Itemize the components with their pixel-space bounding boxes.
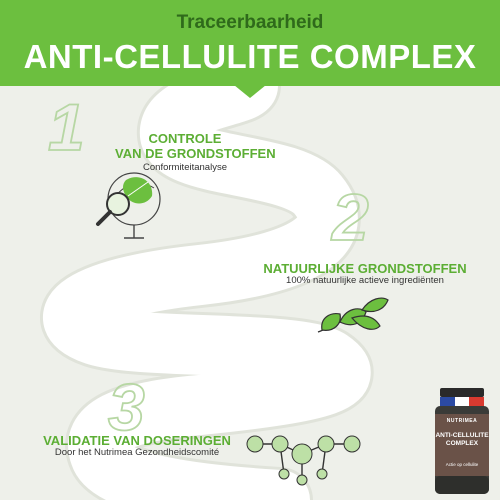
step-number-3: 3 — [108, 370, 145, 444]
banner-pointer — [234, 85, 266, 98]
step-number-1: 1 — [48, 90, 85, 164]
step-2-title: NATUURLIJKE GRONDSTOFFEN — [263, 261, 467, 276]
product-bottle: NUTRIMEA ANTI-CELLULITE COMPLEX Actie op… — [432, 388, 492, 496]
step-number-2: 2 — [330, 180, 369, 254]
product-brand: NUTRIMEA — [446, 418, 478, 424]
page-subtitle: Traceerbaarheid — [176, 12, 324, 33]
product-tagline: Actie op cellulite — [445, 462, 479, 467]
molecule-icon — [246, 435, 361, 486]
product-name-line1: ANTI-CELLULITE — [435, 432, 489, 439]
page-title: ANTI-CELLULITE COMPLEX — [23, 38, 477, 75]
product-name-line2: COMPLEX — [445, 440, 479, 447]
magnifier-leaf-icon — [96, 172, 161, 239]
step-3-description: Door het Nutrimea Gezondheidscomité — [54, 447, 220, 458]
step-3-title: VALIDATIE VAN DOSERINGEN — [43, 433, 231, 448]
header-banner — [0, 0, 500, 86]
leaves-icon — [317, 297, 389, 333]
step-1-title-line1: CONTROLE — [148, 131, 222, 146]
step-1-title-line2: VAN DE GRONDSTOFFEN — [115, 146, 276, 161]
step-1-title: CONTROLE VAN DE GRONDSTOFFEN — [115, 131, 276, 161]
step-1-description: Conformiteitanalyse — [143, 162, 227, 173]
step-2-description: 100% natuurlijke actieve ingrediënten — [286, 275, 444, 286]
bottle-shape — [435, 388, 489, 494]
